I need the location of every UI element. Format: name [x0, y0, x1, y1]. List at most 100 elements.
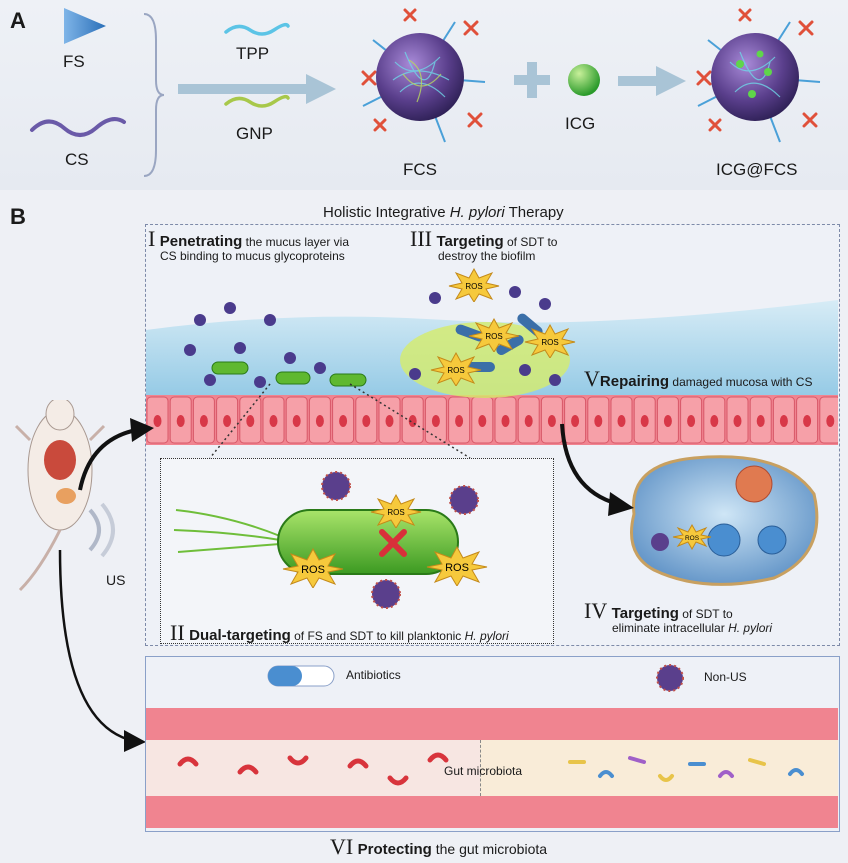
cell-nucleus	[339, 415, 348, 427]
cell-nucleus	[756, 415, 765, 427]
cell-nucleus	[223, 415, 232, 427]
step-5-numeral: V	[584, 366, 600, 391]
cell-nucleus	[269, 415, 278, 427]
cell-nucleus	[524, 415, 533, 427]
cs-icon	[30, 117, 126, 137]
cell-nucleus	[547, 415, 556, 427]
ros-star: ROS	[468, 318, 520, 352]
step-4-caption: IV Targeting of SDT to eliminate intrace…	[584, 600, 772, 635]
icg-icon	[568, 64, 600, 96]
plus-icon	[514, 62, 550, 98]
tpp-label: TPP	[236, 44, 270, 63]
mouse-icon	[14, 400, 106, 592]
cell-nucleus	[362, 415, 371, 427]
cell-nucleus	[779, 415, 788, 427]
step-3-text: of SDT to	[503, 235, 558, 249]
cell-nucleus	[640, 415, 649, 427]
step-6-text: the gut microbiota	[431, 841, 548, 857]
cell-nucleus	[733, 415, 742, 427]
panel-b-letter: B	[10, 204, 26, 229]
step-2-bold: Dual-targeting	[189, 627, 291, 644]
ros-label: ROS	[447, 366, 464, 375]
cell-nucleus	[571, 415, 580, 427]
cell-nucleus	[687, 415, 696, 427]
cell-nucleus	[385, 415, 394, 427]
cell-nucleus	[199, 415, 208, 427]
cell-nucleus	[153, 415, 162, 427]
fcs-nanoparticle-icon	[361, 8, 486, 143]
step-2-caption: II Dual-targeting of FS and SDT to kill …	[170, 620, 509, 646]
panel-b-title: Holistic Integrative H. pylori Therapy	[323, 204, 564, 221]
divider	[480, 740, 481, 796]
cell-nucleus	[292, 415, 301, 427]
penetration-scene	[184, 302, 367, 388]
fcs-label: FCS	[403, 160, 437, 179]
step-1-text: the mucus layer via	[242, 235, 350, 249]
cell-nucleus	[431, 415, 440, 427]
cell-nucleus	[617, 415, 626, 427]
kill-cross-icon	[379, 529, 407, 557]
step-4-text: of SDT to	[678, 607, 733, 621]
cs-label: CS	[65, 150, 89, 169]
cell-nucleus	[478, 415, 487, 427]
us-label: US	[106, 572, 126, 588]
arrow-to-icg-fcs-icon	[618, 66, 686, 96]
tpp-icon	[224, 22, 290, 36]
cell-nucleus	[826, 415, 835, 427]
nanoparticle-icon	[371, 579, 401, 609]
ros-star: ROS	[426, 546, 488, 586]
lumen-non-us	[480, 740, 838, 796]
ros-label: ROS	[387, 508, 404, 517]
panel-a-letter: A	[10, 8, 26, 33]
gnp-label: GNP	[236, 124, 273, 143]
fs-label: FS	[63, 52, 85, 71]
epithelium-top	[146, 708, 838, 740]
killed-microbiota	[177, 752, 449, 786]
step-6-caption: VI Protecting the gut microbiota	[330, 834, 547, 860]
ros-star: ROS	[524, 324, 576, 358]
title-italic: H. pylori	[449, 204, 505, 221]
cell-nucleus	[246, 415, 255, 427]
arrow-to-fcs-icon	[178, 74, 336, 104]
step-1-bold: Penetrating	[159, 233, 243, 250]
ros-label: ROS	[485, 332, 502, 341]
infected-cell	[630, 455, 819, 586]
nanoparticle-icon	[656, 664, 684, 692]
epithelium-bottom	[146, 796, 838, 828]
antibiotic-capsule-icon	[267, 665, 335, 687]
cell-nucleus	[501, 415, 510, 427]
step-5-bold: Repairing	[599, 373, 670, 390]
ros-label: ROS	[301, 564, 325, 576]
ultrasound-waves-icon	[88, 502, 115, 558]
ros-star: ROS	[282, 548, 344, 588]
step-3-bold: Targeting	[436, 233, 504, 250]
icg-fcs-nanoparticle-icon	[696, 8, 821, 143]
cell-nucleus	[315, 415, 324, 427]
step-3-numeral: III	[410, 226, 432, 251]
title-part: Therapy	[504, 204, 564, 221]
step-4-numeral: IV	[584, 598, 608, 623]
connector-arrows	[58, 418, 154, 752]
ros-star: ROS	[448, 268, 500, 302]
step-6-bold: Protecting	[357, 841, 432, 858]
step-2-numeral: II	[170, 620, 185, 645]
step-1-numeral: I	[148, 226, 156, 251]
non-us-label: Non-US	[704, 670, 747, 684]
nanoparticle-icon	[449, 485, 479, 515]
nanoparticle-icon	[321, 471, 351, 501]
step-4-text-2: eliminate intracellular	[612, 621, 729, 635]
step-2-italic: H. pylori	[464, 629, 509, 643]
ros-label: ROS	[541, 338, 558, 347]
gnp-icon	[224, 94, 290, 108]
step-6-numeral: VI	[330, 834, 354, 859]
healthy-microbiota	[568, 756, 804, 782]
ros-label: ROS	[445, 562, 469, 574]
step-2-text: of FS and SDT to kill planktonic	[290, 629, 465, 643]
step-3-text-2: destroy the biofilm	[438, 249, 536, 263]
brace-icon	[143, 13, 165, 177]
fs-icon	[64, 8, 106, 44]
cell-nucleus	[176, 415, 185, 427]
step-1-caption: I Penetrating the mucus layer via CS bin…	[148, 228, 350, 263]
step-5-text: damaged mucosa with CS	[669, 375, 813, 389]
